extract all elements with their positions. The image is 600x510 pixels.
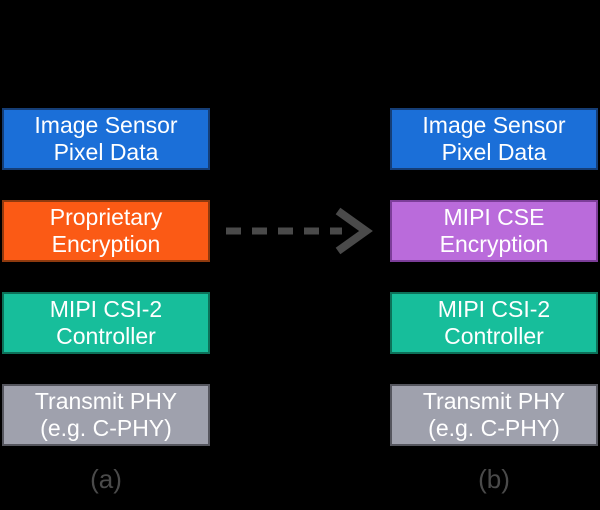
box-label-line: Controller (444, 323, 544, 349)
box-mipi-cse-encryption: MIPI CSE Encryption (390, 200, 598, 262)
column-b: Image Sensor Pixel Data MIPI CSE Encrypt… (390, 108, 598, 476)
box-label-line: Transmit PHY (422, 388, 566, 414)
box-label-line: Encryption (439, 231, 549, 257)
box-label-line: MIPI CSI-2 (437, 296, 551, 322)
dashed-arrow-icon (224, 205, 376, 257)
box-mipi-csi2-controller-a: MIPI CSI-2 Controller (2, 292, 210, 354)
dashed-arrow-head (335, 207, 373, 255)
box-label-line: Proprietary (49, 204, 163, 230)
box-image-sensor-pixel-data-a: Image Sensor Pixel Data (2, 108, 210, 170)
box-label-line: Image Sensor (34, 112, 178, 138)
box-transmit-phy-b: Transmit PHY (e.g. C-PHY) (390, 384, 598, 446)
box-image-sensor-pixel-data-b: Image Sensor Pixel Data (390, 108, 598, 170)
box-label-line: Pixel Data (53, 139, 159, 165)
figure-label-b: (b) (478, 464, 510, 494)
box-label-line: MIPI CSE (443, 204, 545, 230)
box-label-line: MIPI CSI-2 (49, 296, 163, 322)
box-label-line: Image Sensor (422, 112, 566, 138)
box-label-line: (e.g. C-PHY) (428, 415, 560, 441)
box-label-line: Transmit PHY (34, 388, 178, 414)
box-mipi-csi2-controller-b: MIPI CSI-2 Controller (390, 292, 598, 354)
box-label-line: Pixel Data (441, 139, 547, 165)
box-label-line: Controller (56, 323, 156, 349)
dashed-arrow-svg (226, 207, 373, 255)
column-a: Image Sensor Pixel Data Proprietary Encr… (2, 108, 210, 476)
box-transmit-phy-a: Transmit PHY (e.g. C-PHY) (2, 384, 210, 446)
box-label-line: (e.g. C-PHY) (40, 415, 172, 441)
box-proprietary-encryption: Proprietary Encryption (2, 200, 210, 262)
figure-label-a: (a) (90, 464, 122, 494)
box-label-line: Encryption (51, 231, 161, 257)
